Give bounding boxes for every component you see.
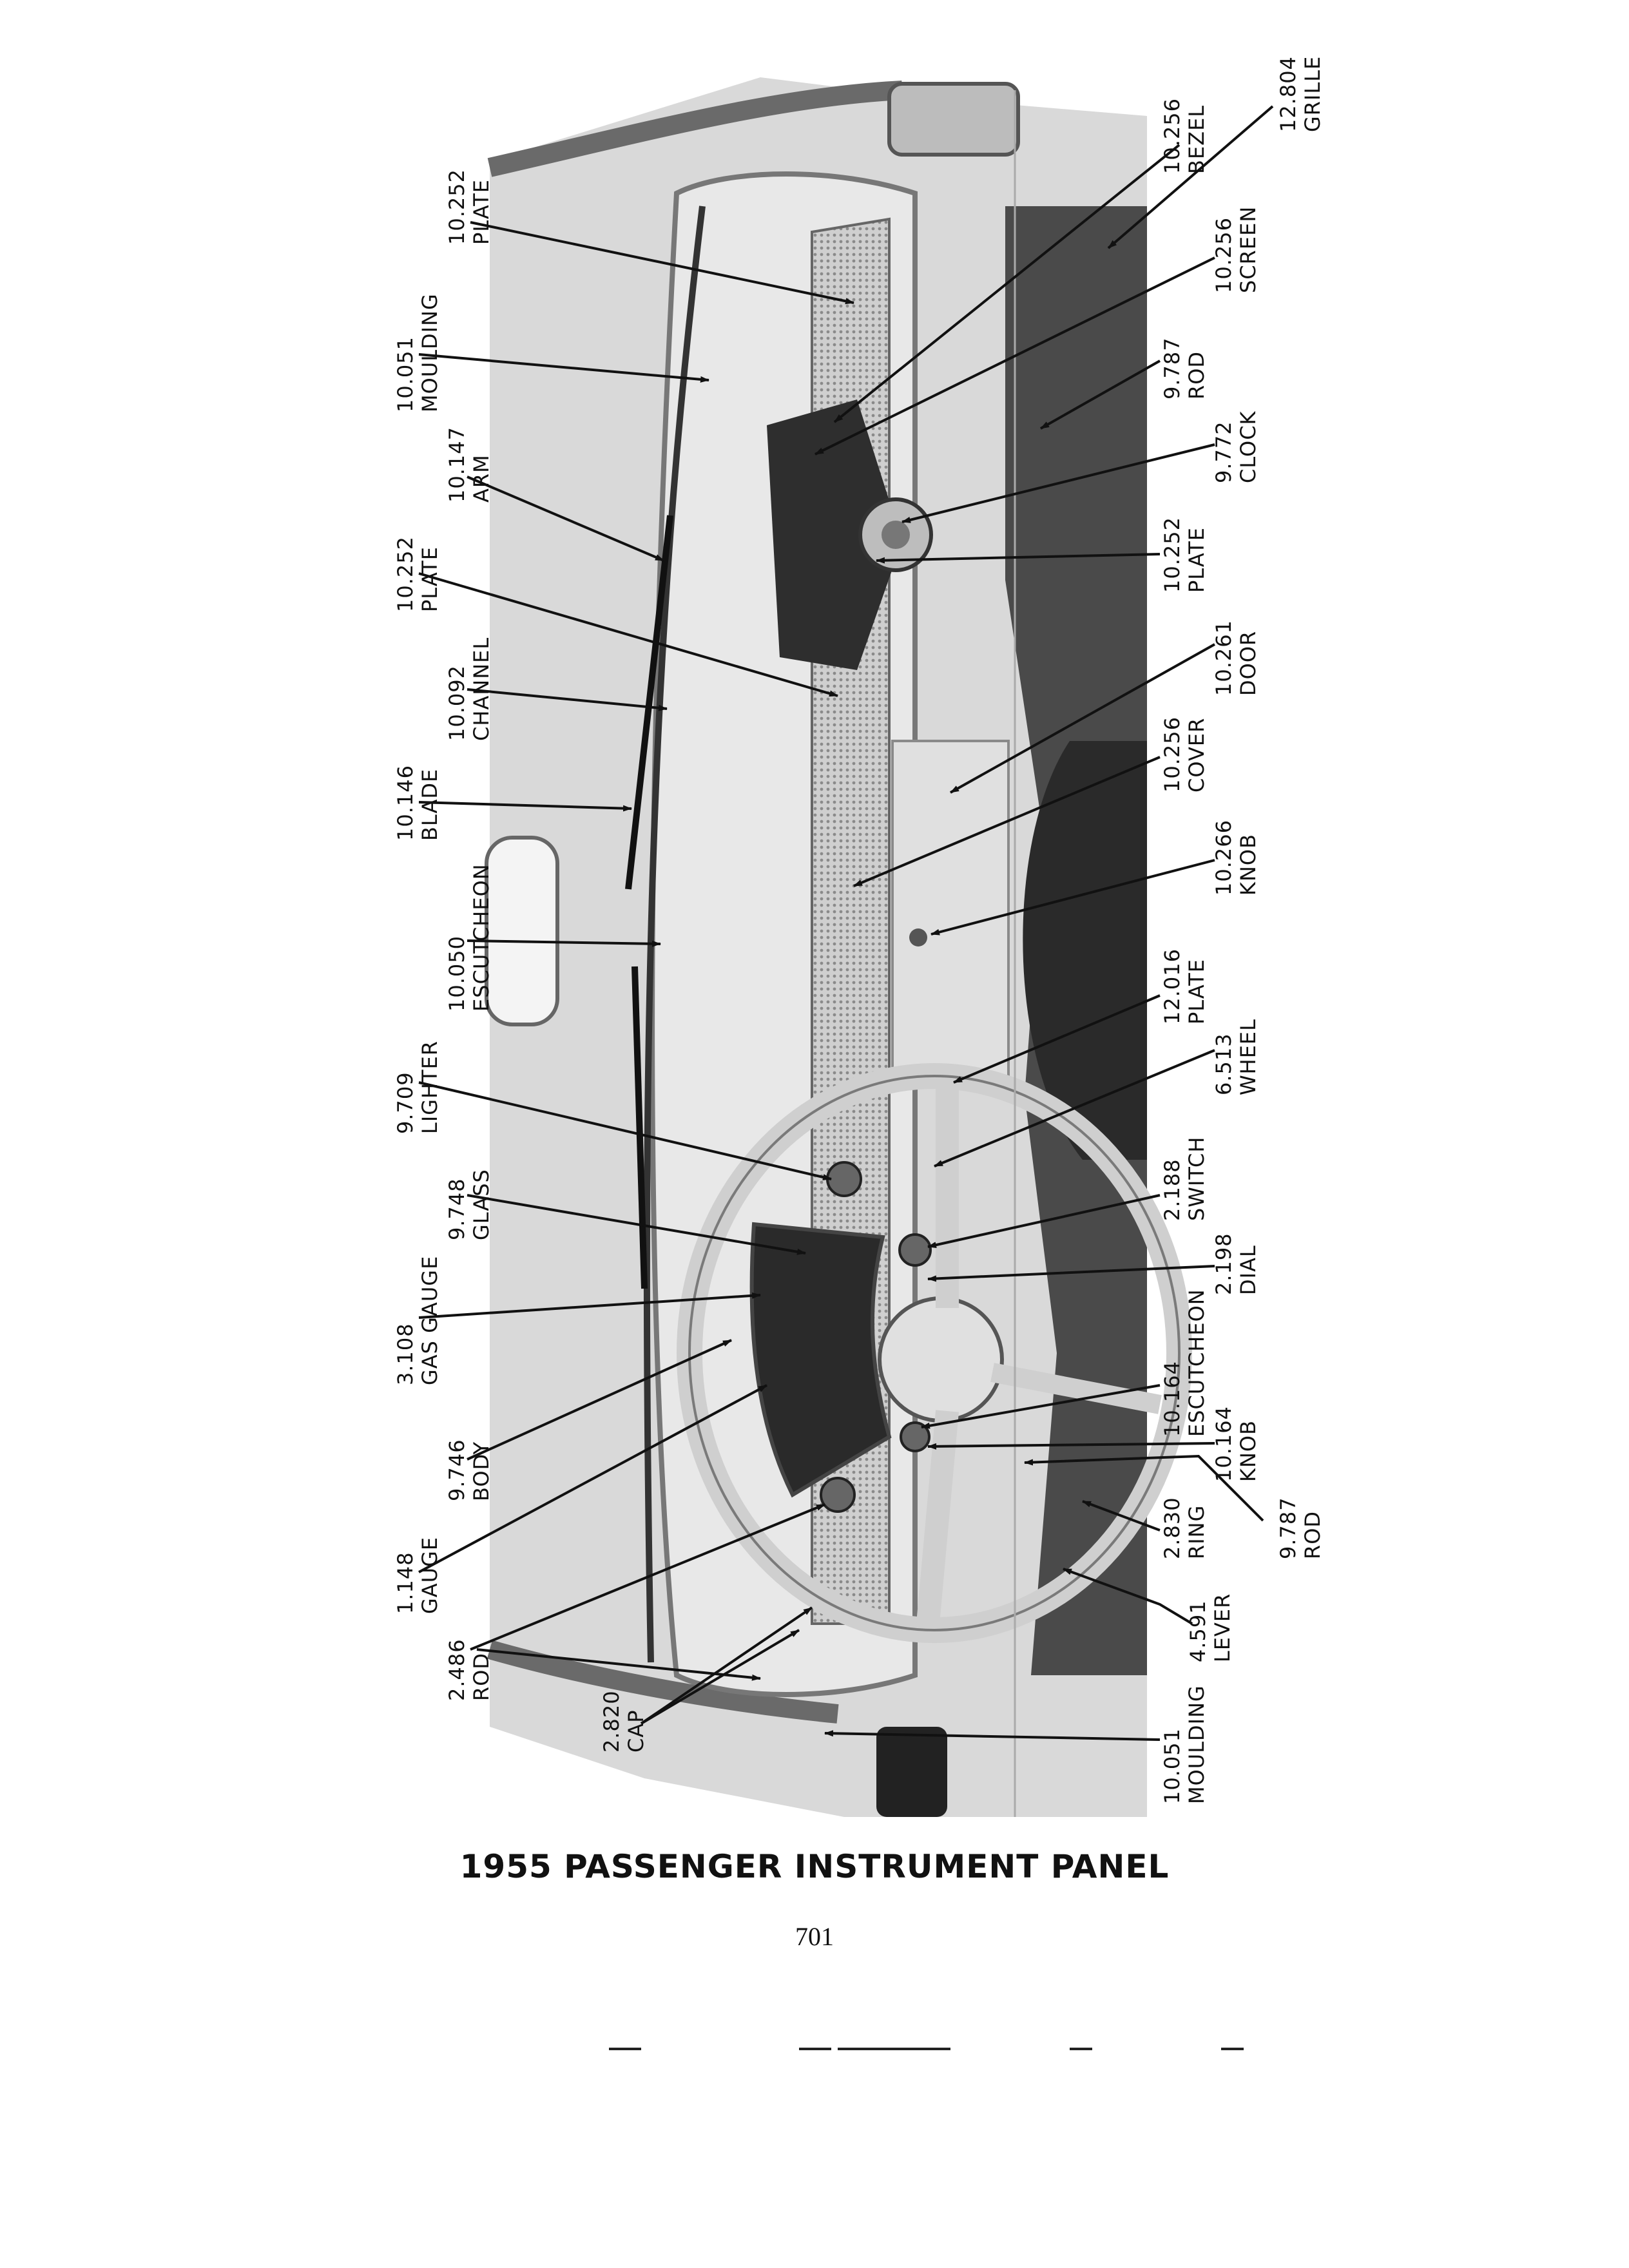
page-title: 1955 PASSENGER INSTRUMENT PANEL: [459, 1848, 1170, 1885]
scan-artifact-2: [799, 2048, 831, 2050]
scan-artifact-5: [1221, 2048, 1244, 2050]
steering-wheel-spoke-right: [990, 1363, 1162, 1414]
wiper-moulding: [643, 206, 706, 1663]
callout-knob-col: 10.164KNOB: [1211, 1406, 1260, 1482]
callout-gauge: 1.148GAUGE: [393, 1537, 442, 1614]
callout-moulding-top: 10.051MOULDING: [393, 293, 442, 412]
callout-rod-left: 2.486ROD: [445, 1639, 494, 1701]
callout-switch: 2.188SWITCH: [1160, 1137, 1209, 1221]
callout-grille: 12.804GRILLE: [1276, 56, 1325, 132]
dashboard-photo: [485, 77, 1192, 1817]
footwell-shadow: [1023, 741, 1147, 1160]
clock-emblem-panel: [767, 399, 902, 670]
clock-center: [882, 521, 910, 549]
pillar-bracket-bottom: [876, 1727, 947, 1817]
steering-wheel-rim-edge: [688, 1075, 1181, 1631]
steering-wheel-hub: [878, 1296, 1004, 1423]
callout-plate-lower: 12.016PLATE: [1160, 948, 1209, 1024]
callout-escutcheon-top: 10.050ESCUTCHEON: [445, 863, 494, 1012]
callout-plate-top: 10.252PLATE: [445, 169, 494, 245]
pillar-bracket-top: [887, 82, 1020, 157]
callout-blade: 10.146BLADE: [393, 765, 442, 841]
callout-gas-gauge: 3.108GAS GAUGE: [393, 1256, 442, 1385]
callout-labels: 10.252PLATE 10.051MOULDING 10.147ARM 10.…: [393, 56, 1325, 1804]
windshield-header-lower: [487, 1640, 839, 1724]
callout-lighter: 9.709LIGHTER: [393, 1041, 442, 1134]
scan-artifact-1: [609, 2048, 641, 2050]
callout-door: 10.261DOOR: [1211, 620, 1260, 696]
column-knob: [900, 1421, 930, 1452]
callout-channel: 10.092CHANNEL: [445, 637, 494, 741]
glove-box-door: [891, 740, 1010, 1077]
page-number: 701: [795, 1922, 834, 1951]
dash-knob: [909, 928, 927, 947]
callout-escutcheon-col: 10.164ESCUTCHEON: [1160, 1289, 1209, 1437]
callout-moulding-bottom: 10.051MOULDING: [1160, 1685, 1209, 1804]
callout-knob-right: 10.266KNOB: [1211, 820, 1260, 896]
callout-lever: 4.591LEVER: [1186, 1593, 1235, 1662]
leader-lines: [418, 105, 1274, 1741]
callout-ring: 2.830RING: [1160, 1497, 1209, 1559]
rod-knob-lower: [820, 1477, 856, 1513]
callout-screen: 10.256SCREEN: [1211, 206, 1260, 293]
switch-knob: [898, 1233, 932, 1267]
windshield-header: [487, 81, 903, 177]
callout-plate-clock: 10.252PLATE: [1160, 517, 1209, 593]
scan-artifact-3: [838, 2048, 950, 2050]
callout-bezel: 10.256BEZEL: [1160, 98, 1209, 174]
wiper-blade-lower: [631, 966, 648, 1289]
callout-cover: 10.256COVER: [1160, 716, 1209, 793]
callout-dial: 2.198DIAL: [1211, 1233, 1260, 1295]
callout-arm: 10.147ARM: [445, 427, 494, 503]
instrument-cluster: [749, 1222, 892, 1498]
callout-plate-mid: 10.252PLATE: [393, 536, 442, 612]
lighter-knob: [826, 1161, 862, 1197]
callout-rod-lower: 9.787ROD: [1276, 1497, 1325, 1559]
callout-rod-upper: 9.787ROD: [1160, 337, 1209, 399]
rear-view-mirror: [485, 836, 559, 1026]
callout-glass: 9.748GLASS: [445, 1169, 494, 1240]
callout-cap: 2.820CAP: [599, 1690, 648, 1753]
callout-clock: 9.772CLOCK: [1211, 410, 1260, 483]
callout-body: 9.746BODY: [445, 1439, 494, 1501]
scan-artifact-4: [1070, 2048, 1092, 2050]
callout-wheel: 6.513WHEEL: [1211, 1019, 1260, 1095]
wiper-blade-upper: [625, 515, 673, 890]
